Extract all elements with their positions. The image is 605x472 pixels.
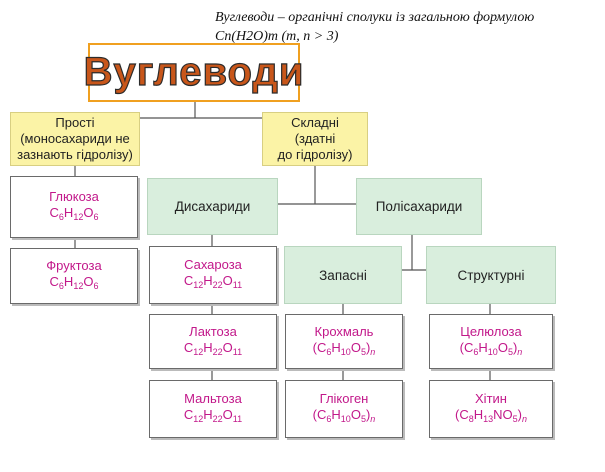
compound-sucrose: Сахароза C12H22O11 [149,246,277,304]
definition-caption: Вуглеводи – органічні сполуки із загальн… [215,8,600,46]
complex-carbs-box: Складні (здатні до гідролізу) [262,112,368,166]
compound-name: Лактоза [189,323,237,339]
structural-label: Структурні [457,267,525,283]
compound-lactose: Лактоза C12H22O11 [149,314,277,369]
diagram-title: Вуглеводи [83,49,305,94]
compound-formula: C12H22O11 [183,407,243,424]
compound-formula: (C8H13NO5)n [454,407,527,424]
simple-desc-2: зазнають гідролізу) [17,147,133,162]
compound-name: Крохмаль [314,323,374,339]
compound-chitin: Хітин (C8H13NO5)n [429,380,553,438]
caption-line-2: Cn(H2O)m (m, n > 3) [215,29,339,44]
complex-desc-2: до гідролізу) [277,147,353,162]
compound-formula: C12H22O11 [183,339,243,357]
compound-name: Глюкоза [49,189,99,204]
structural-box: Структурні [426,246,556,304]
compound-name: Целюлоза [460,323,522,339]
compound-name: Сахароза [184,257,242,272]
simple-carbs-box: Прості (моносахариди не зазнають гідролі… [10,112,140,166]
polysaccharides-label: Полісахариди [375,199,463,214]
compound-fructose: Фруктоза C6H12O6 [10,248,138,304]
compound-formula: (C6H10O5)n [459,339,523,357]
compound-formula: (C6H10O5)n [312,407,376,424]
simple-label: Прості [55,115,95,130]
compound-formula: C6H12O6 [49,205,99,222]
title-box: Вуглеводи [83,43,304,102]
compound-formula: (C6H10O5)n [312,339,376,357]
compound-name: Хітин [475,391,507,406]
simple-desc-1: (моносахариди не [20,131,130,146]
compound-starch: Крохмаль (C6H10O5)n [285,314,403,369]
disaccharides-label: Дисахариди [174,199,251,214]
compound-glycogen: Глікоген (C6H10O5)n [285,380,403,438]
storage-label: Запасні [319,267,367,283]
compound-formula: C6H12O6 [49,274,99,291]
compound-cellulose: Целюлоза (C6H10O5)n [429,314,553,369]
polysaccharides-box: Полісахариди [356,178,482,235]
caption-line-1: Вуглеводи – органічні сполуки із загальн… [215,10,535,25]
complex-label: Складні [291,115,339,130]
compound-name: Мальтоза [184,391,242,406]
compound-glucose: Глюкоза C6H12O6 [10,176,138,238]
compound-name: Фруктоза [46,258,102,273]
disaccharides-box: Дисахариди [147,178,278,235]
compound-formula: C12H22O11 [183,273,243,290]
complex-desc-1: (здатні [294,131,336,146]
compound-maltose: Мальтоза C12H22O11 [149,380,277,438]
storage-box: Запасні [284,246,402,304]
compound-name: Глікоген [319,391,369,406]
